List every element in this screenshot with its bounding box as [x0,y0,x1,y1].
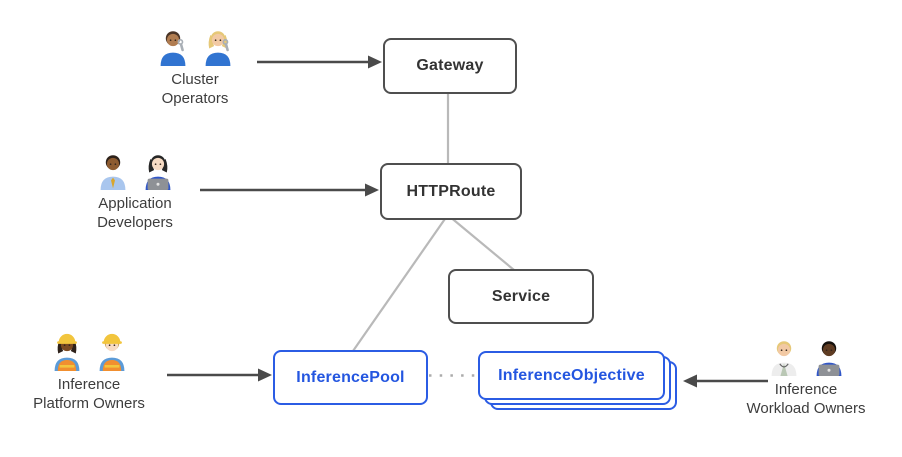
persona-inference-platform-owners: Inference Platform Owners [9,331,169,413]
persona-label: Application Developers [55,194,215,232]
edge-httproute-service [448,215,515,271]
persona-icons [55,150,215,190]
woman-construction-worker-icon [47,331,87,371]
persona-label: Inference Workload Owners [726,380,886,418]
persona-label-line1: Inference [57,376,121,393]
persona-icons [9,331,169,371]
arrowhead-icon [683,374,697,388]
persona-label-line2: Developers [97,214,173,231]
persona-inference-workload-owners: Inference Workload Owners [726,336,886,418]
persona-label: Cluster Operators [115,70,275,108]
arrow-inference-platform-owners-to-inferencepool [167,368,272,382]
node-gateway-label: Gateway [416,57,484,74]
persona-icons [115,26,275,66]
persona-label-line1: Cluster [171,71,219,88]
arrowhead-icon [258,368,272,382]
node-httproute: HTTPRoute [380,163,522,220]
arrow-inference-workload-owners-to-inferenceobjective [683,374,768,388]
man-technologist-icon [809,336,849,376]
arrow-application-developers-to-httproute [200,183,379,197]
persona-cluster-operators: Cluster Operators [115,26,275,108]
persona-application-developers: Application Developers [55,150,215,232]
man-mechanic-icon [153,26,193,66]
persona-label-line1: Application [98,195,172,212]
arrowhead-icon [365,183,379,197]
persona-label-line1: Inference [774,381,838,398]
persona-icons [726,336,886,376]
node-service-label: Service [491,287,551,305]
node-inference-objective: InferenceObjective [478,351,665,400]
node-httproute-label: HTTPRoute [406,182,496,200]
man-office-worker-icon [93,150,133,190]
persona-label: Inference Platform Owners [9,375,169,413]
node-inference-objective-stack: InferenceObjective [478,351,678,413]
node-inference-pool-label: InferencePool [296,368,405,386]
arrowhead-icon [368,55,382,69]
persona-label-line2: Operators [161,90,229,107]
node-inference-pool: InferencePool [273,350,428,405]
persona-label-line2: Platform Owners [33,395,145,412]
health-worker-icon [764,336,804,376]
node-gateway: Gateway [383,38,517,94]
arrow-cluster-operators-to-gateway [257,55,382,69]
woman-mechanic-icon [198,26,238,66]
node-service: Service [448,269,594,324]
man-construction-worker-icon [92,331,132,371]
edge-httproute-inferencepool [352,215,448,352]
persona-label-line2: Workload Owners [746,400,866,417]
node-inference-objective-label: InferenceObjective [498,366,645,384]
woman-technologist-icon [138,150,178,190]
